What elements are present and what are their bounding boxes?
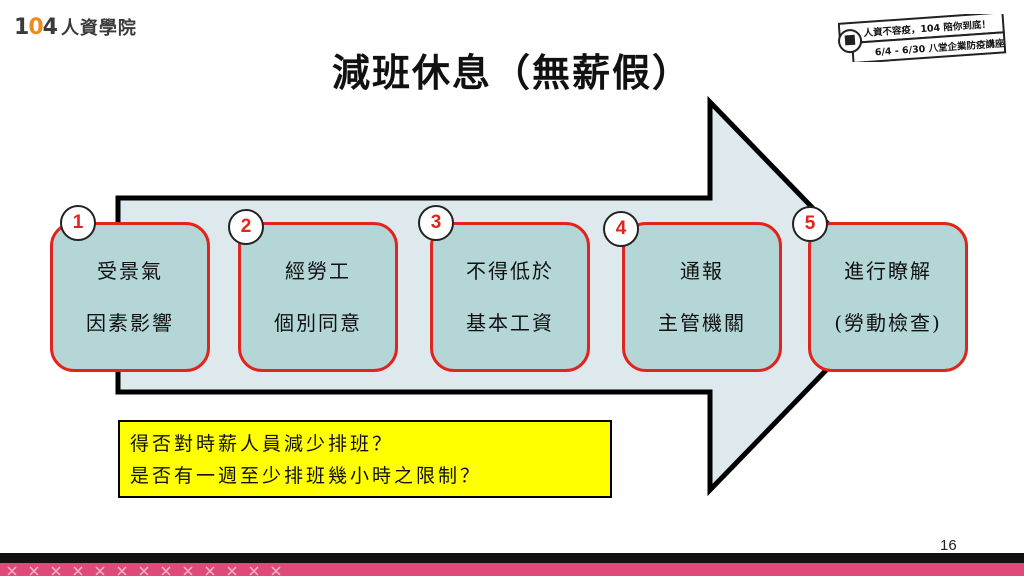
campaign-badge: 人資不容疫，104 陪你到底！ 6/4 - 6/30 八堂企業防疫講座 xyxy=(838,14,1007,62)
step-box-4: 通報 主管機關 xyxy=(622,222,782,372)
footer-bar-black xyxy=(0,553,1024,563)
page-number: 16 xyxy=(940,537,957,554)
note-line2: 是否有一週至少排班幾小時之限制？ xyxy=(130,465,483,487)
step-2-line2: 個別同意 xyxy=(274,311,362,335)
step-box-3: 不得低於 基本工資 xyxy=(430,222,590,372)
step-1-line2: 因素影響 xyxy=(86,311,174,335)
note-line1: 得否對時薪人員減少排班？ xyxy=(130,433,395,455)
question-note: 得否對時薪人員減少排班？ 是否有一週至少排班幾小時之限制？ xyxy=(118,420,612,498)
step-number-5: 5 xyxy=(792,206,828,242)
footer-bar-pink xyxy=(0,563,1024,576)
step-1-line1: 受景氣 xyxy=(97,259,163,283)
step-box-1: 受景氣 因素影響 xyxy=(50,222,210,372)
step-box-2: 經勞工 個別同意 xyxy=(238,222,398,372)
step-5-line1: 進行瞭解 xyxy=(844,259,932,283)
step-5-line2: (勞動檢查) xyxy=(834,311,942,335)
logo-number: 104 xyxy=(14,14,58,40)
step-number-1: 1 xyxy=(60,205,96,241)
step-number-4: 4 xyxy=(603,211,639,247)
page-title: 減班休息（無薪假） xyxy=(331,51,692,95)
step-box-5: 進行瞭解 (勞動檢查) xyxy=(808,222,968,372)
step-3-line1: 不得低於 xyxy=(466,259,554,283)
brand-logo: 104 人資學院 xyxy=(14,12,137,42)
step-4-line1: 通報 xyxy=(680,259,724,283)
footer-cross-pattern xyxy=(7,566,281,576)
step-number-3: 3 xyxy=(418,205,454,241)
logo-text: 人資學院 xyxy=(60,18,137,39)
step-2-line1: 經勞工 xyxy=(285,259,351,283)
step-3-line2: 基本工資 xyxy=(466,311,554,335)
step-4-line2: 主管機關 xyxy=(658,311,746,335)
step-number-2: 2 xyxy=(228,209,264,245)
